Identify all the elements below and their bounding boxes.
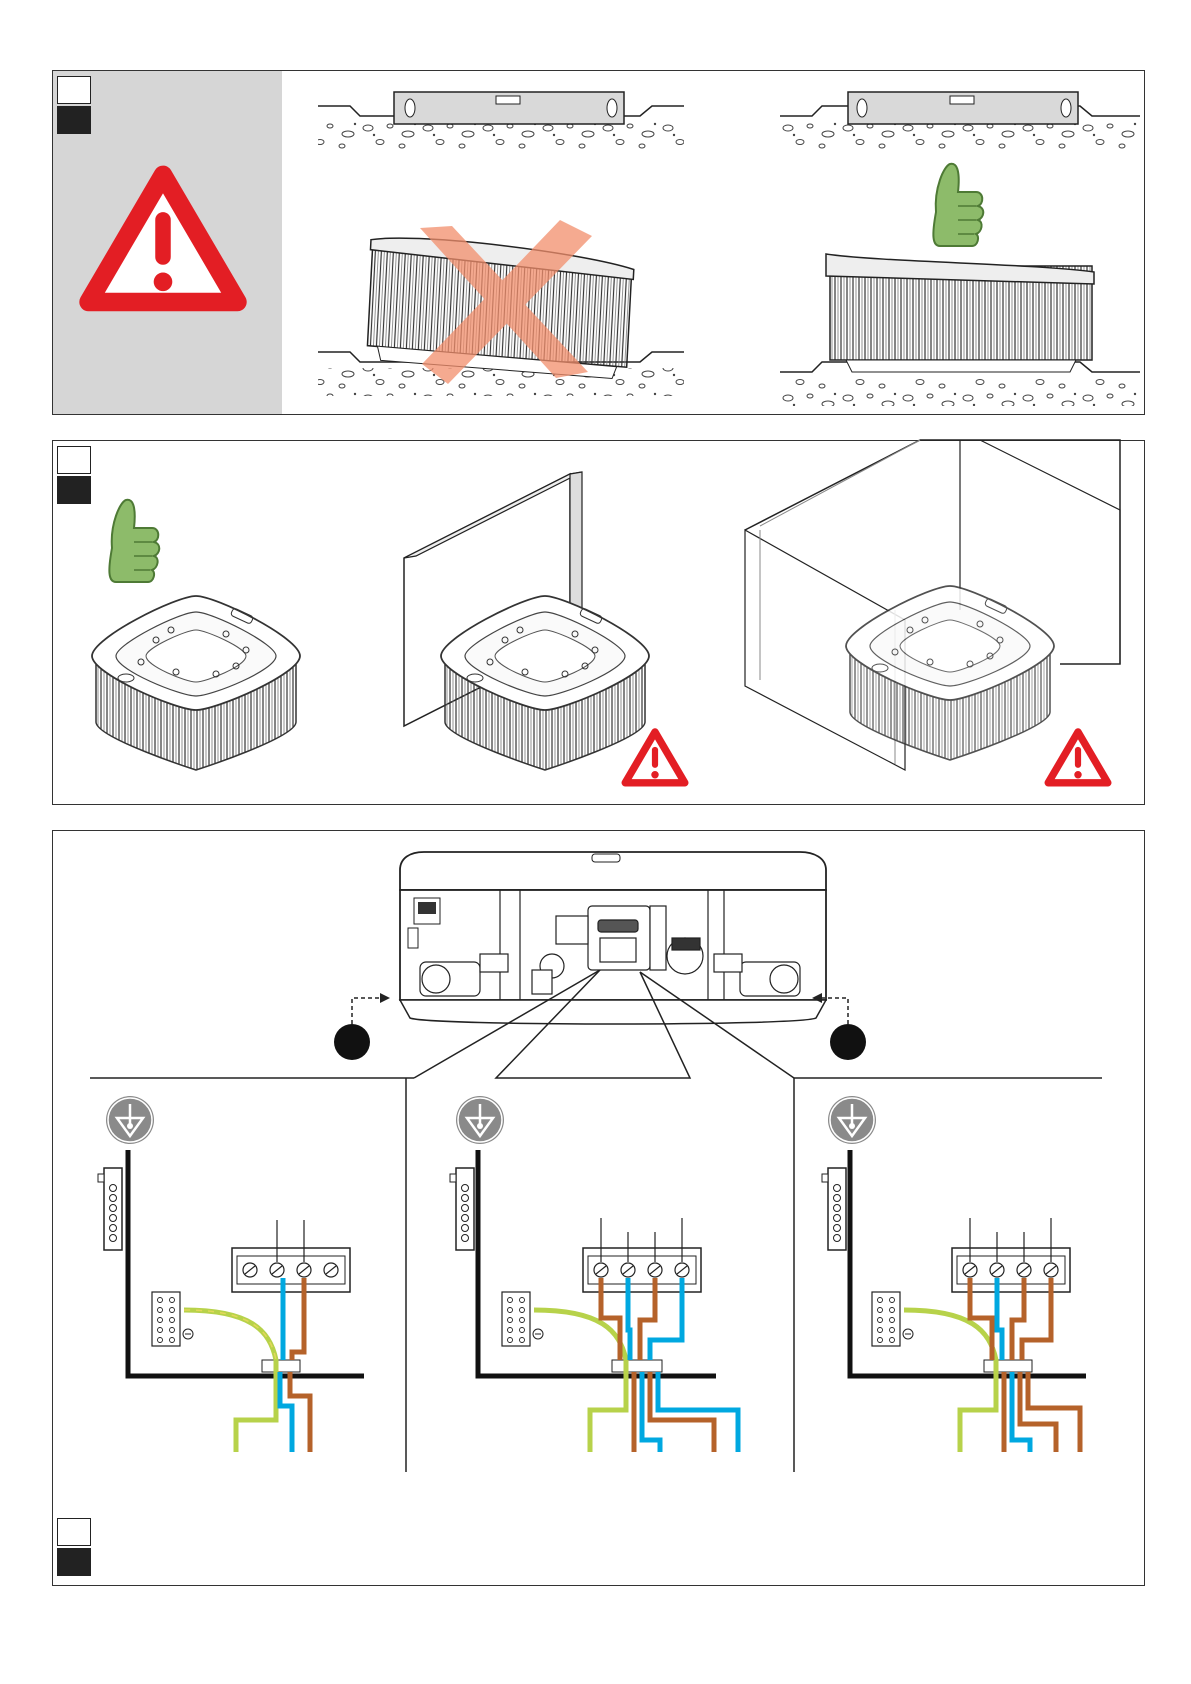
uneven-ground-scene xyxy=(318,92,684,396)
warning-triangle-icon xyxy=(89,175,238,302)
wiring-diagram-3 xyxy=(822,1096,1086,1452)
ground-symbol-icon xyxy=(456,1096,504,1144)
level-ground-scene xyxy=(780,92,1140,406)
warning-triangle-icon xyxy=(625,732,685,783)
thumbs-up-icon xyxy=(933,164,983,246)
spa-against-wall xyxy=(404,472,685,783)
wiring-diagram-1 xyxy=(98,1096,364,1452)
ground-symbol-icon xyxy=(828,1096,876,1144)
spa-in-enclosure xyxy=(745,440,1120,783)
spa-equipment-cutaway xyxy=(90,852,1102,1472)
thumbs-up-icon xyxy=(109,500,159,582)
spa-freestanding xyxy=(92,596,300,770)
ground-symbol-icon xyxy=(106,1096,154,1144)
warning-triangle-icon xyxy=(1048,732,1108,783)
wiring-diagram-2 xyxy=(450,1096,738,1452)
